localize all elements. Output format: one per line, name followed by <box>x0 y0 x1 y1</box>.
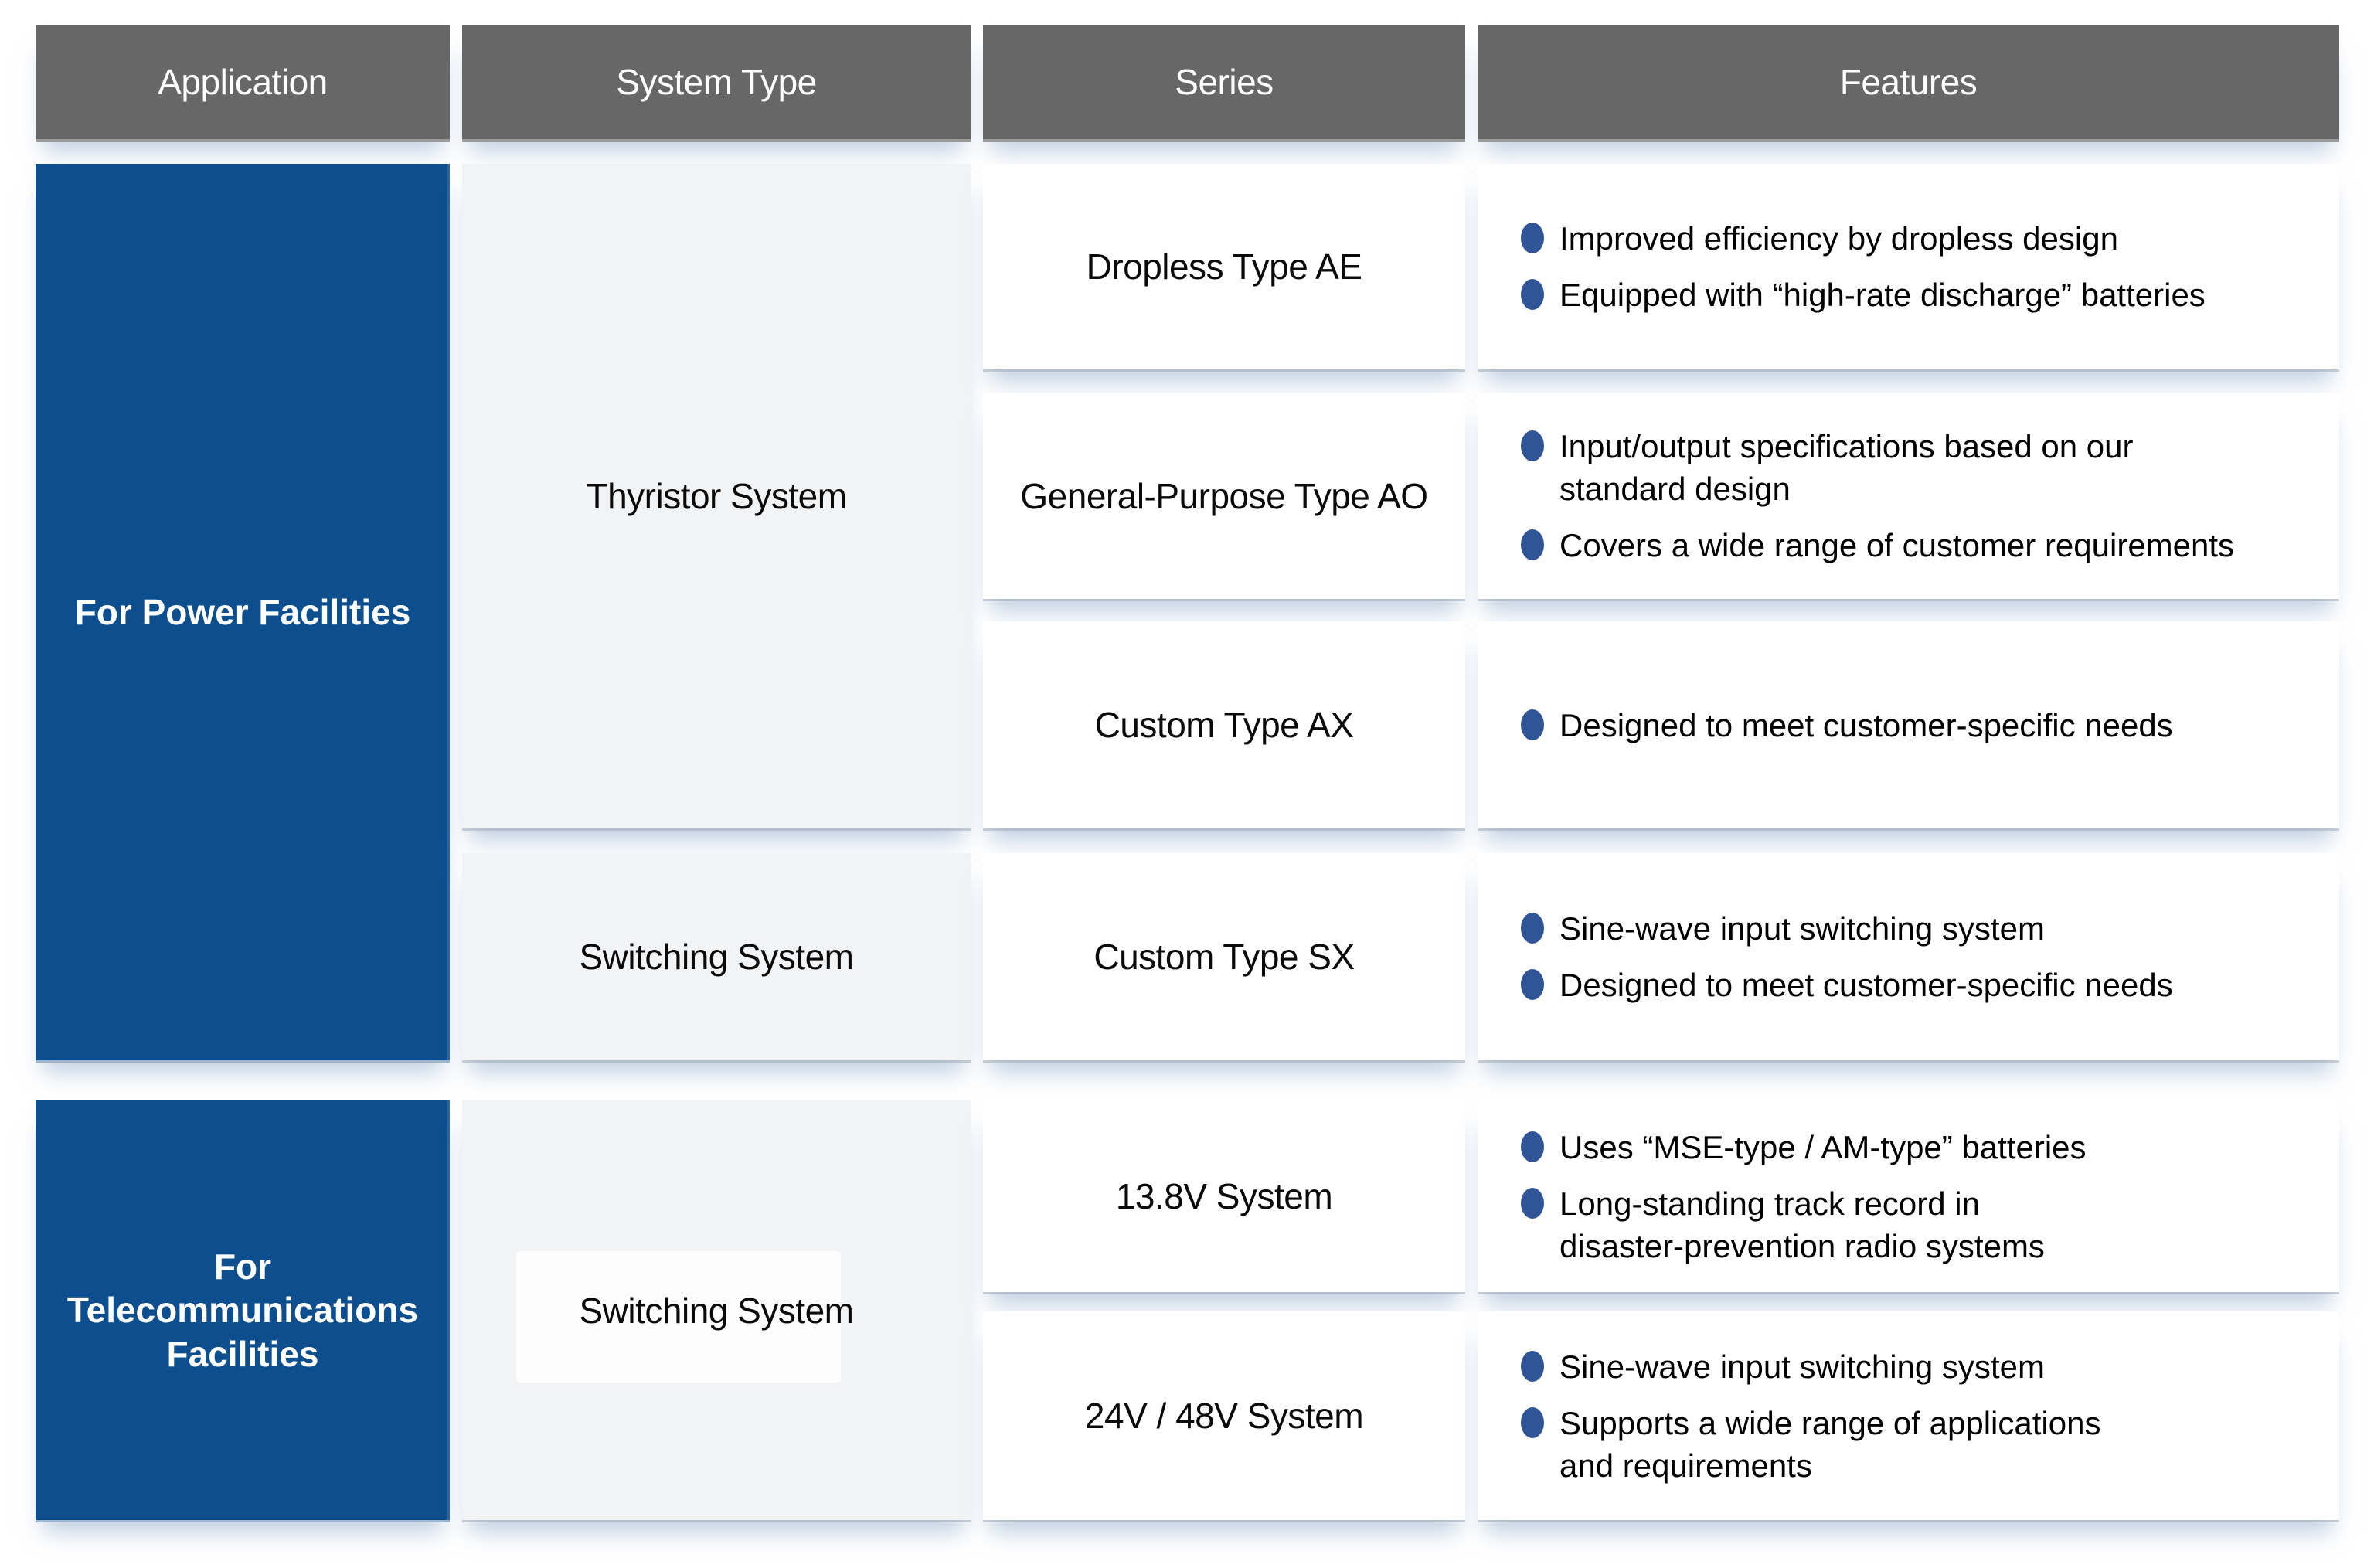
series-label: Custom Type SX <box>1093 937 1355 977</box>
application-cell-telecommunications-facilities: For Telecommunications Facilities <box>36 1100 450 1520</box>
feature-item: Uses “MSE-type / AM-type” batteries <box>1521 1126 2087 1168</box>
series-label: Custom Type AX <box>1094 705 1354 745</box>
feature-text: Improved efficiency by dropless design <box>1559 220 2118 257</box>
series-label: 13.8V System <box>1115 1176 1333 1216</box>
bullet-icon <box>1521 1406 1544 1438</box>
series-cell-custom-sx: Custom Type SX <box>983 853 1465 1060</box>
column-header-label: Features <box>1839 62 1978 102</box>
bullet-icon <box>1521 529 1544 560</box>
bullet-icon <box>1521 1187 1544 1219</box>
feature-item: Designed to meet customer-specific needs <box>1521 964 2173 1006</box>
feature-text: Sine-wave input switching system <box>1559 910 2045 947</box>
application-label: For Power Facilities <box>74 591 411 632</box>
highlight-artifact <box>516 1251 841 1383</box>
system-type-cell-thyristor: Thyristor System <box>462 164 971 828</box>
feature-item: Designed to meet customer-specific needs <box>1521 704 2173 747</box>
column-header-label: System Type <box>616 62 817 102</box>
column-header-system-type: System Type <box>462 25 971 139</box>
system-type-label: Switching System <box>579 1290 854 1331</box>
series-label: 24V / 48V System <box>1084 1396 1364 1436</box>
bullet-icon <box>1521 1350 1544 1382</box>
feature-item: Input/output specifications based on our… <box>1521 425 2134 510</box>
system-type-label: Thyristor System <box>586 476 847 516</box>
system-type-cell-switching-power: Switching System <box>462 853 971 1060</box>
feature-text: Designed to meet customer-specific needs <box>1559 706 2173 743</box>
system-type-cell-switching-telecom: Switching System <box>462 1100 971 1520</box>
feature-item: Improved efficiency by dropless design <box>1521 217 2118 260</box>
feature-item: Long-standing track record in disaster-p… <box>1521 1182 2045 1267</box>
feature-item: Supports a wide range of applications an… <box>1521 1402 2100 1487</box>
bullet-icon <box>1521 279 1544 310</box>
application-cell-power-facilities: For Power Facilities <box>36 164 450 1060</box>
bullet-icon <box>1521 430 1544 461</box>
feature-item: Sine-wave input switching system <box>1521 907 2045 950</box>
series-label: General-Purpose Type AO <box>1020 475 1428 516</box>
features-cell-custom-ax: Designed to meet customer-specific needs <box>1478 621 2339 828</box>
feature-text: Long-standing track record in disaster-p… <box>1559 1185 2045 1264</box>
bullet-icon <box>1521 969 1544 1000</box>
column-header-label: Series <box>1175 62 1274 102</box>
bullet-icon <box>1521 913 1544 944</box>
bullet-icon <box>1521 1131 1544 1162</box>
system-type-label: Switching System <box>579 937 854 977</box>
features-cell-custom-sx: Sine-wave input switching system Designe… <box>1478 853 2339 1060</box>
series-cell-custom-ax: Custom Type AX <box>983 621 1465 828</box>
application-label: For Telecommunications Facilities <box>66 1247 419 1374</box>
series-cell-general-purpose-ao: General-Purpose Type AO <box>983 393 1465 599</box>
column-header-label: Application <box>158 62 328 102</box>
feature-text: Designed to meet customer-specific needs <box>1559 967 2173 1003</box>
feature-item: Covers a wide range of customer requirem… <box>1521 524 2234 566</box>
feature-item: Equipped with “high-rate discharge” batt… <box>1521 274 2206 316</box>
feature-item: Sine-wave input switching system <box>1521 1345 2045 1388</box>
bullet-icon <box>1521 709 1544 740</box>
feature-text: Supports a wide range of applications an… <box>1559 1404 2101 1484</box>
series-label: Dropless Type AE <box>1086 247 1362 287</box>
features-cell-general-purpose-ao: Input/output specifications based on our… <box>1478 393 2339 599</box>
series-cell-dropless-ae: Dropless Type AE <box>983 164 1465 369</box>
feature-text: Covers a wide range of customer requirem… <box>1559 527 2235 563</box>
features-cell-dropless-ae: Improved efficiency by dropless design E… <box>1478 164 2339 369</box>
features-cell-13-8v: Uses “MSE-type / AM-type” batteries Long… <box>1478 1100 2339 1292</box>
bullet-icon <box>1521 223 1544 253</box>
column-header-features: Features <box>1478 25 2339 139</box>
column-header-application: Application <box>36 25 450 139</box>
series-cell-13-8v: 13.8V System <box>983 1100 1465 1292</box>
series-cell-24v-48v: 24V / 48V System <box>983 1311 1465 1520</box>
feature-text: Equipped with “high-rate discharge” batt… <box>1559 277 2206 313</box>
feature-text: Sine-wave input switching system <box>1559 1348 2045 1385</box>
feature-text: Input/output specifications based on our… <box>1559 428 2134 507</box>
feature-text: Uses “MSE-type / AM-type” batteries <box>1559 1128 2087 1165</box>
column-header-series: Series <box>983 25 1465 139</box>
features-cell-24v-48v: Sine-wave input switching system Support… <box>1478 1311 2339 1520</box>
